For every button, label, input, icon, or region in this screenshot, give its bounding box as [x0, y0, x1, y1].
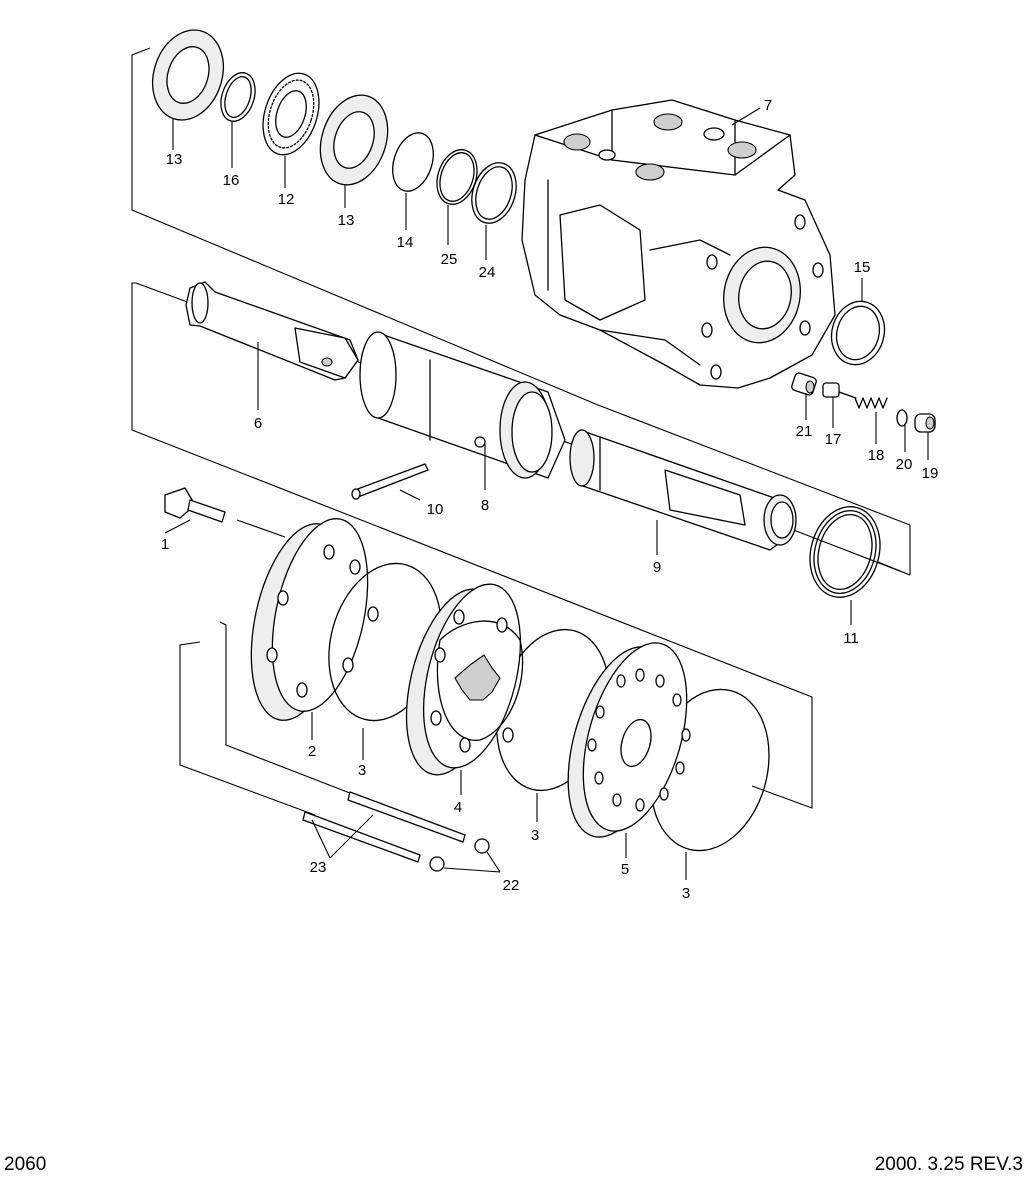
- callout-1: 1: [161, 536, 169, 553]
- callout-22: 22: [503, 877, 520, 894]
- part-12-needle-bearing: [262, 72, 320, 188]
- callout-labels: 1 2 3 3 3 4 5 6 7 8 9 10 11 12 13 13 14 …: [161, 97, 939, 902]
- callout-13a: 13: [166, 151, 183, 168]
- callout-24: 24: [479, 264, 496, 281]
- part-25-backup-ring: [436, 149, 478, 245]
- part-22-check-balls: [429, 838, 501, 873]
- part-4-gear-set: [405, 583, 524, 795]
- callout-18: 18: [868, 447, 885, 464]
- part-23-check-valve-pins: [302, 791, 466, 863]
- callout-19: 19: [922, 465, 939, 482]
- callout-16: 16: [223, 172, 240, 189]
- page-number: 2060: [4, 1154, 47, 1175]
- part-16-snap-ring: [220, 72, 256, 168]
- part-6-cardan-shaft: [185, 281, 359, 410]
- part-13-thrust-washer: [152, 29, 224, 150]
- part-7-valve-housing: [521, 99, 836, 389]
- revision-date: 2000. 3.25 REV.3: [874, 1154, 1023, 1175]
- callout-23: 23: [310, 859, 327, 876]
- part-8-valve-sleeve: [359, 331, 566, 490]
- callout-12: 12: [278, 191, 295, 208]
- part-2-end-cover: [250, 518, 379, 740]
- callout-25: 25: [441, 251, 458, 268]
- part-24-seal-ring: [471, 162, 517, 260]
- part-5-distributor-plate: [567, 642, 691, 858]
- callout-3c: 3: [682, 885, 690, 902]
- callout-2: 2: [308, 743, 316, 760]
- part-1-screw: [164, 487, 226, 534]
- callout-9: 9: [653, 559, 661, 576]
- callout-15: 15: [854, 259, 871, 276]
- callout-21: 21: [796, 423, 813, 440]
- callout-7: 7: [764, 97, 772, 114]
- part-10-centering-pin: [351, 463, 429, 501]
- callout-13b: 13: [338, 212, 355, 229]
- part-14-o-ring: [392, 132, 434, 230]
- part-11-centering-springs: [809, 506, 881, 625]
- callout-14: 14: [397, 234, 414, 251]
- callout-20: 20: [896, 456, 913, 473]
- callout-11: 11: [843, 630, 859, 647]
- callout-5: 5: [621, 861, 629, 878]
- callout-8: 8: [481, 497, 489, 514]
- callout-17: 17: [825, 431, 842, 448]
- callout-3b: 3: [531, 827, 539, 844]
- callout-6: 6: [254, 415, 262, 432]
- callout-10: 10: [427, 501, 444, 518]
- part-13-thrust-washer-2: [319, 94, 389, 208]
- relief-valve-parts: [791, 372, 936, 460]
- callout-4: 4: [454, 799, 462, 816]
- part-15-o-ring: [830, 278, 886, 366]
- part-9-valve-spool: [569, 429, 797, 555]
- callout-3a: 3: [358, 762, 366, 779]
